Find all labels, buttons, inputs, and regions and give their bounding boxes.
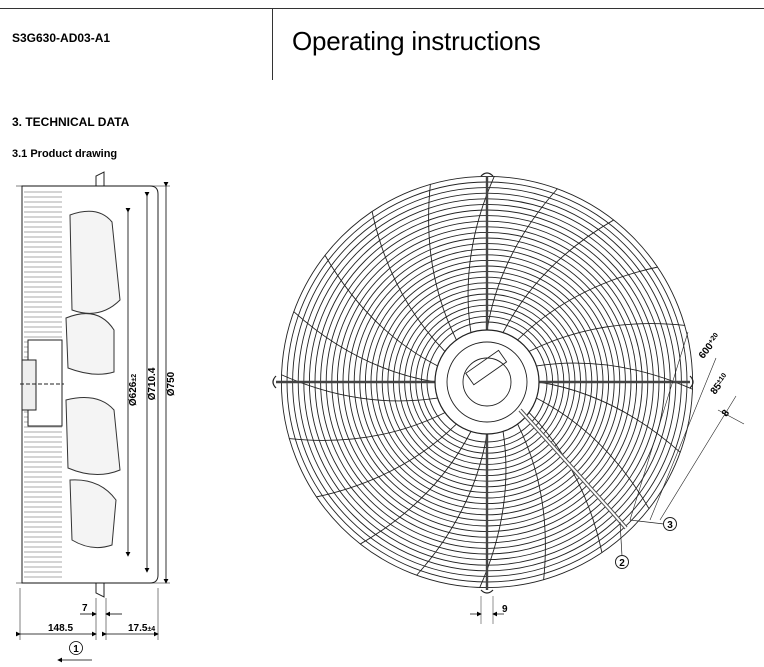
dim-600: 600+20 xyxy=(697,332,723,361)
subsection-title: 3.1 Product drawing xyxy=(12,148,118,160)
dim-626: Ø626±2 xyxy=(128,374,139,406)
callout-2: 2 xyxy=(619,558,625,569)
callout-3: 3 xyxy=(667,520,673,531)
dim-9: 9 xyxy=(502,604,508,615)
header-top-rule xyxy=(0,8,764,9)
dim-7: 7 xyxy=(82,603,88,614)
side-view-dimensions xyxy=(16,182,170,663)
callout-1: 1 xyxy=(73,644,79,655)
dim-8: 8 xyxy=(720,408,732,420)
dim-750: Ø750 xyxy=(166,371,177,396)
dim-710: Ø710.4 xyxy=(147,367,158,400)
section-title: 3. TECHNICAL DATA xyxy=(12,115,130,129)
front-view-drawing xyxy=(272,172,745,624)
dim-148: 148.5 xyxy=(48,623,73,634)
dim-85: 85±10 xyxy=(709,372,732,397)
dim-17: 17.5±4 xyxy=(128,623,155,634)
document-title: Operating instructions xyxy=(292,26,541,56)
header-divider xyxy=(272,8,273,80)
model-number: S3G630-AD03-A1 xyxy=(12,31,111,45)
side-view-drawing xyxy=(20,171,159,598)
